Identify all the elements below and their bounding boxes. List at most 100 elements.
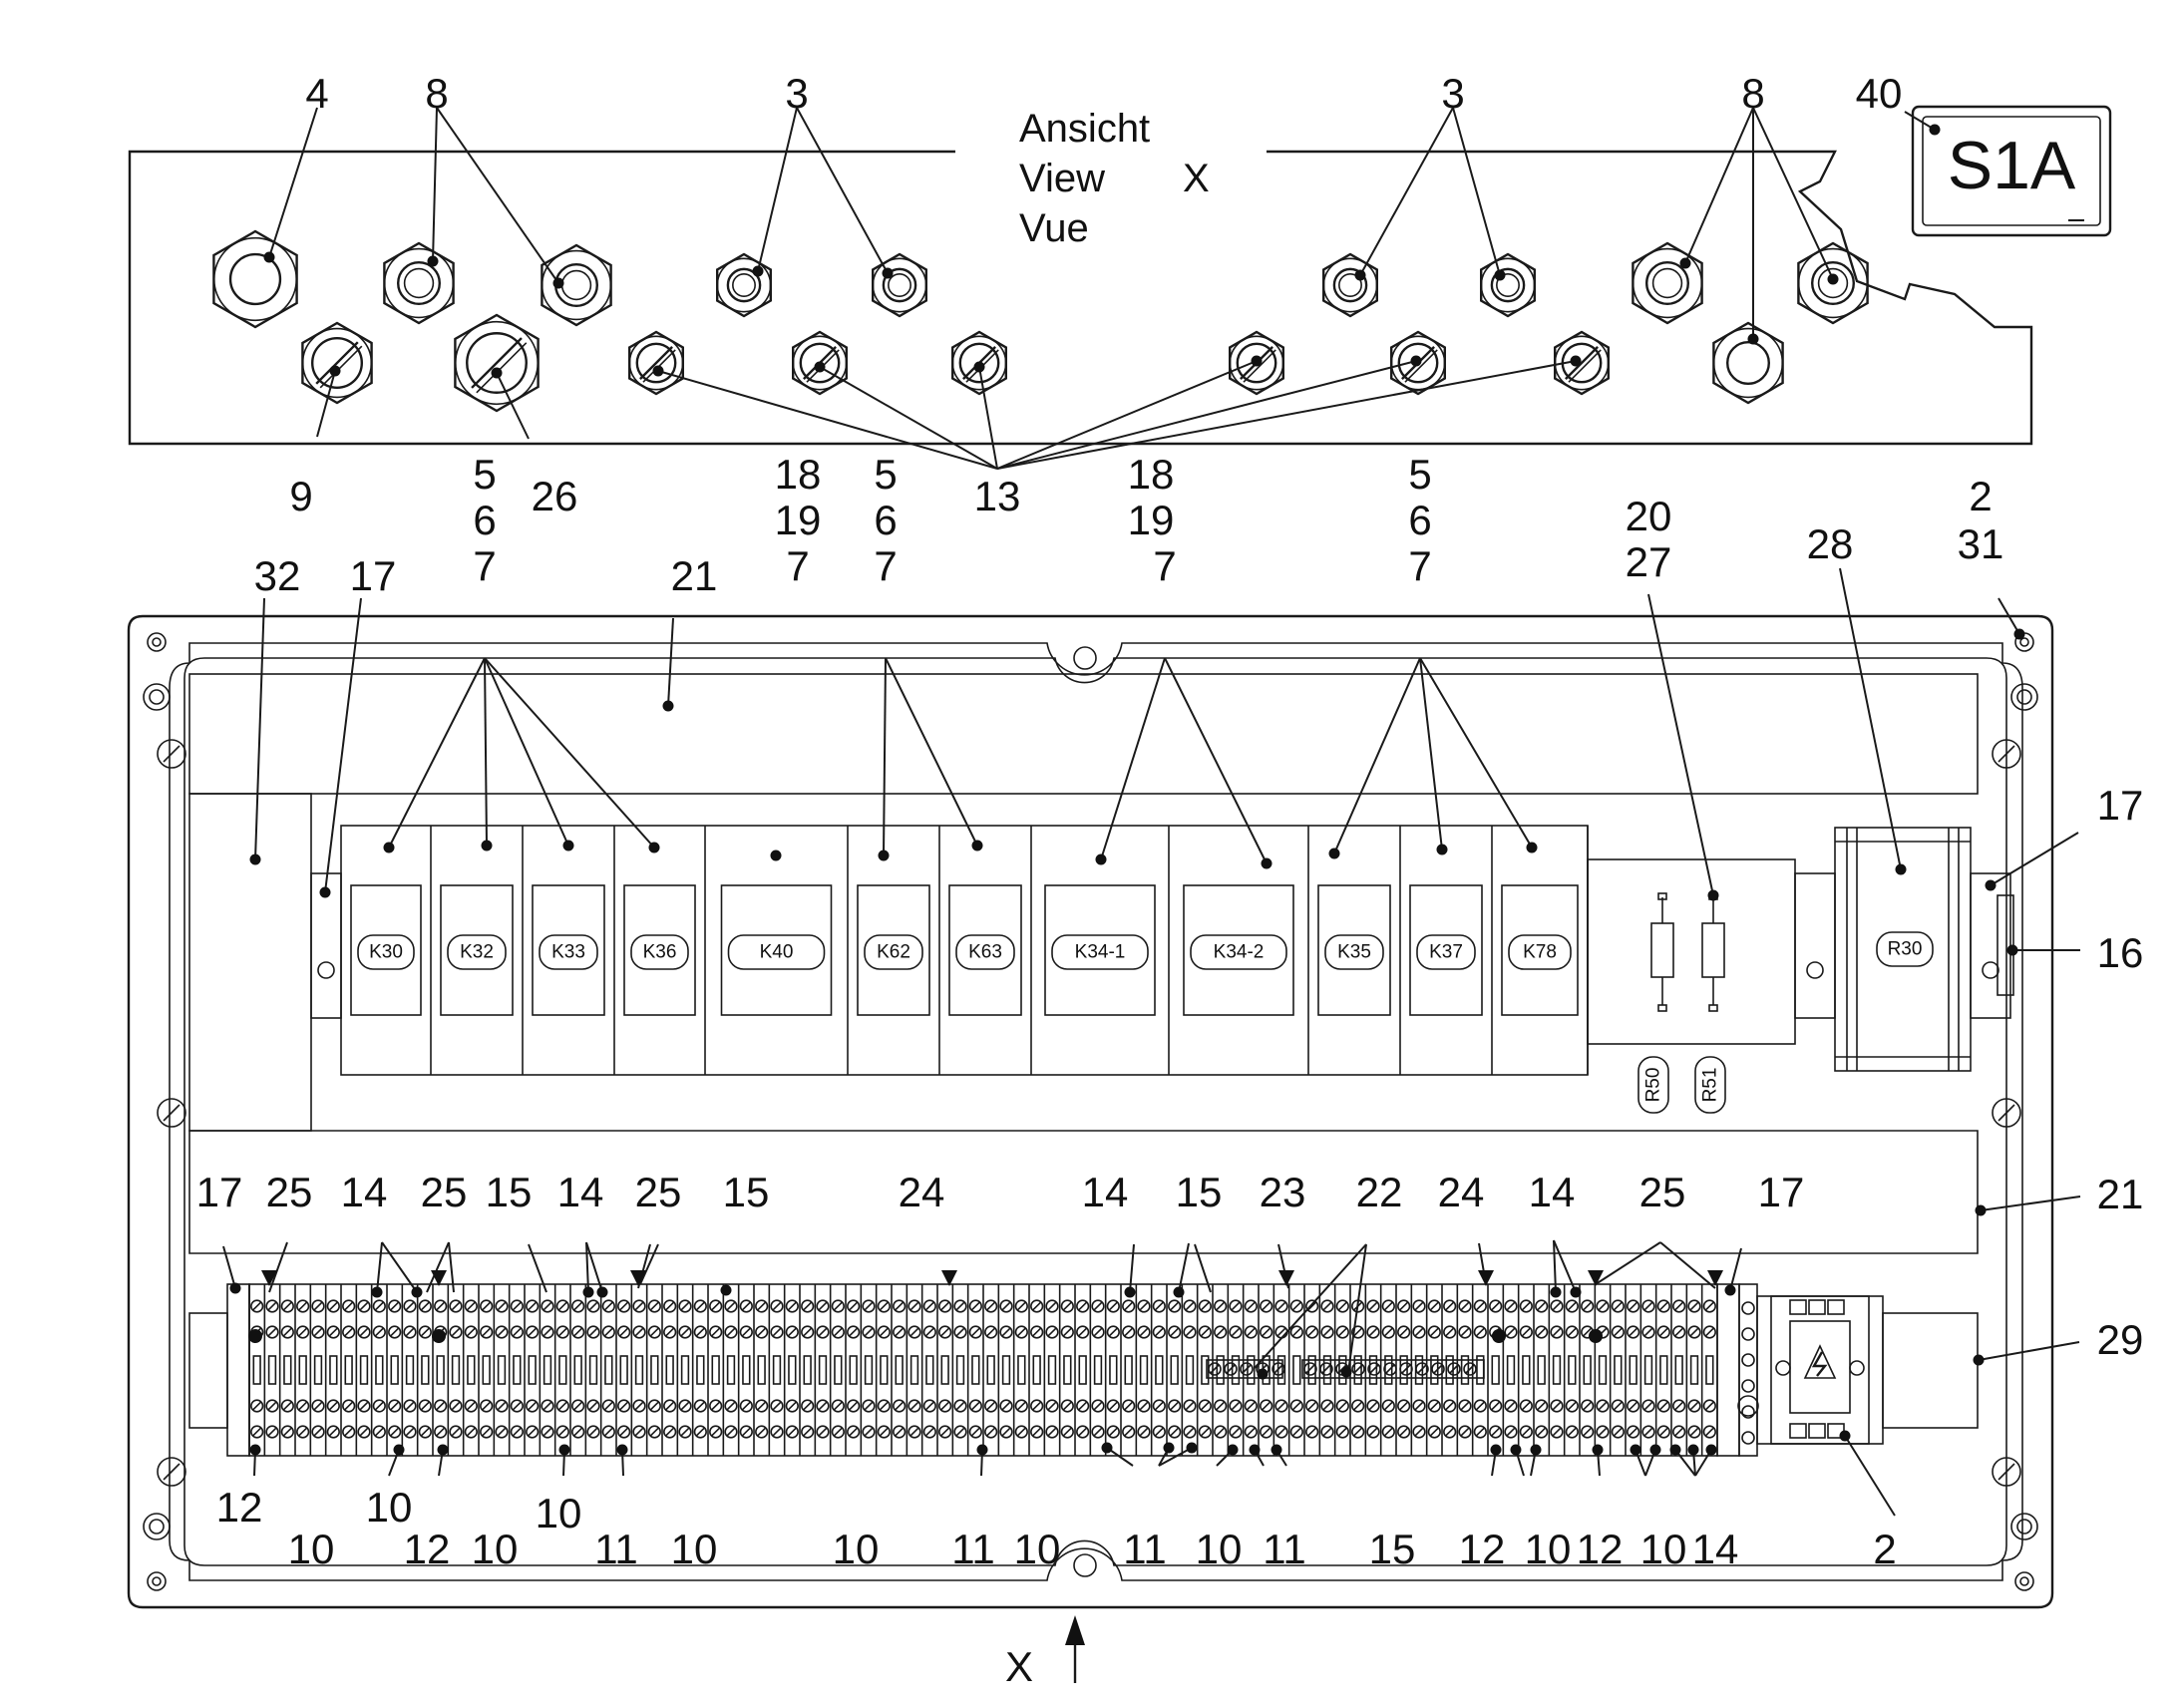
view-caption-line-2: View	[1019, 157, 1105, 200]
callout-number: 21	[671, 552, 718, 599]
callout-number: 3	[1441, 70, 1464, 117]
relay-face	[532, 884, 605, 1016]
choke-r30: R30	[1794, 827, 2014, 1072]
callout-number: 23	[1260, 1169, 1306, 1215]
callout-number: 7	[786, 542, 809, 589]
callout-number: 25	[421, 1169, 468, 1215]
relay-face	[720, 884, 833, 1016]
callout-number: 15	[1369, 1526, 1416, 1572]
relay-label: K34-1	[1075, 942, 1126, 963]
callout-number: 5	[874, 451, 897, 498]
callout-number: 17	[1758, 1169, 1805, 1215]
callout-number: 26	[532, 473, 578, 519]
callout-number: 22	[1356, 1169, 1403, 1215]
gland-3c	[1321, 252, 1379, 318]
relay-label-frame	[1416, 934, 1476, 970]
callout-number: 19	[1128, 497, 1175, 543]
enclosure-outline	[127, 614, 2054, 1609]
callout-number: 10	[288, 1526, 335, 1572]
relay-face	[350, 884, 422, 1016]
callout-number: 21	[2097, 1171, 2144, 1217]
callout-number: 7	[1153, 542, 1176, 589]
relay-label-frame	[955, 934, 1015, 970]
callout-number: 18	[775, 451, 822, 498]
blind-plug-9	[301, 321, 373, 405]
callout-number: 10	[366, 1484, 413, 1531]
callout-number: 25	[266, 1169, 313, 1215]
relay-label: K37	[1429, 942, 1463, 963]
relay-label: K40	[760, 942, 794, 963]
callout-number: 11	[951, 1526, 995, 1572]
callout-number: 3	[785, 70, 808, 117]
choke-label-r30: R30	[1888, 939, 1923, 960]
callout-number: 24	[899, 1169, 945, 1215]
relay-face	[440, 884, 514, 1016]
callout-number: 10	[1525, 1526, 1572, 1572]
resistor-bracket	[1587, 858, 1796, 1045]
relay-label: K30	[369, 942, 403, 963]
relay-label: K33	[551, 942, 585, 963]
callout-number: 10	[1640, 1526, 1687, 1572]
callout-number: 17	[2097, 782, 2144, 829]
callout-number: 17	[196, 1169, 243, 1215]
callout-number: 4	[305, 70, 328, 117]
relay-label-frame	[447, 934, 507, 970]
gland-8d	[1797, 241, 1869, 325]
blind-plug-26	[454, 313, 540, 413]
relay-label: K63	[968, 942, 1002, 963]
view-caption-line-3: Vue	[1019, 206, 1089, 250]
callout-number: 16	[2097, 929, 2144, 976]
callout-number: 10	[536, 1490, 582, 1537]
callout-number: 14	[341, 1169, 388, 1215]
view-caption: Ansicht View Vue X	[1019, 107, 1210, 250]
relay-label-frame	[1051, 934, 1149, 970]
relay-face	[857, 884, 930, 1016]
callout-number: 8	[425, 70, 448, 117]
relay-face	[1183, 884, 1294, 1016]
callout-number: 10	[671, 1526, 718, 1572]
relay-label: K35	[1337, 942, 1371, 963]
relay-face	[1501, 884, 1579, 1016]
view-direction-arrow: X	[1005, 1615, 1085, 1690]
callout-number: 10	[833, 1526, 880, 1572]
relay-label-frame	[1190, 934, 1287, 970]
resistor-labels: R50 R51	[1637, 1056, 1726, 1114]
resistor-label-r51: R51	[1700, 1068, 1721, 1103]
view-x-plate	[128, 150, 2033, 446]
callout-number: 5	[1408, 451, 1431, 498]
gland-8e	[1712, 321, 1784, 405]
view-arrow-label: X	[1005, 1643, 1033, 1690]
callout-number: 14	[557, 1169, 604, 1215]
callout-number: 13	[974, 473, 1021, 519]
blind-plug-13-1	[628, 330, 684, 396]
callout-number: 31	[1958, 520, 2004, 567]
callout-number: 11	[594, 1526, 638, 1572]
relay-label-frame	[1324, 934, 1384, 970]
callout-number: 10	[1014, 1526, 1061, 1572]
relay-face	[1044, 884, 1156, 1016]
callout-number: 14	[1529, 1169, 1576, 1215]
callout-number: 18	[1128, 451, 1175, 498]
callout-number: 20	[1626, 493, 1672, 539]
view-caption-line-1: Ansicht	[1019, 107, 1150, 151]
callout-leaders	[222, 107, 2081, 1517]
view-caption-marker: X	[1183, 157, 1210, 200]
callout-number: 40	[1856, 70, 1903, 117]
cable-duct-left	[188, 793, 312, 1132]
relay-label: K32	[460, 942, 494, 963]
relay-label: K34-2	[1214, 942, 1265, 963]
relay-label: K36	[643, 942, 677, 963]
callout-number: 2	[1873, 1526, 1896, 1572]
relay-label-frame	[539, 934, 598, 970]
relay-face	[948, 884, 1022, 1016]
callout-number: 17	[350, 552, 397, 599]
relay-label: K78	[1523, 942, 1557, 963]
callout-number: 12	[404, 1526, 451, 1572]
terminal-blocks	[248, 1283, 1759, 1457]
corner-mounting-holes	[143, 632, 2038, 1591]
resistor-label-r50: R50	[1643, 1068, 1664, 1103]
gland-8c	[1632, 241, 1703, 325]
callout-number: 12	[1459, 1526, 1506, 1572]
callout-number: 7	[473, 542, 496, 589]
